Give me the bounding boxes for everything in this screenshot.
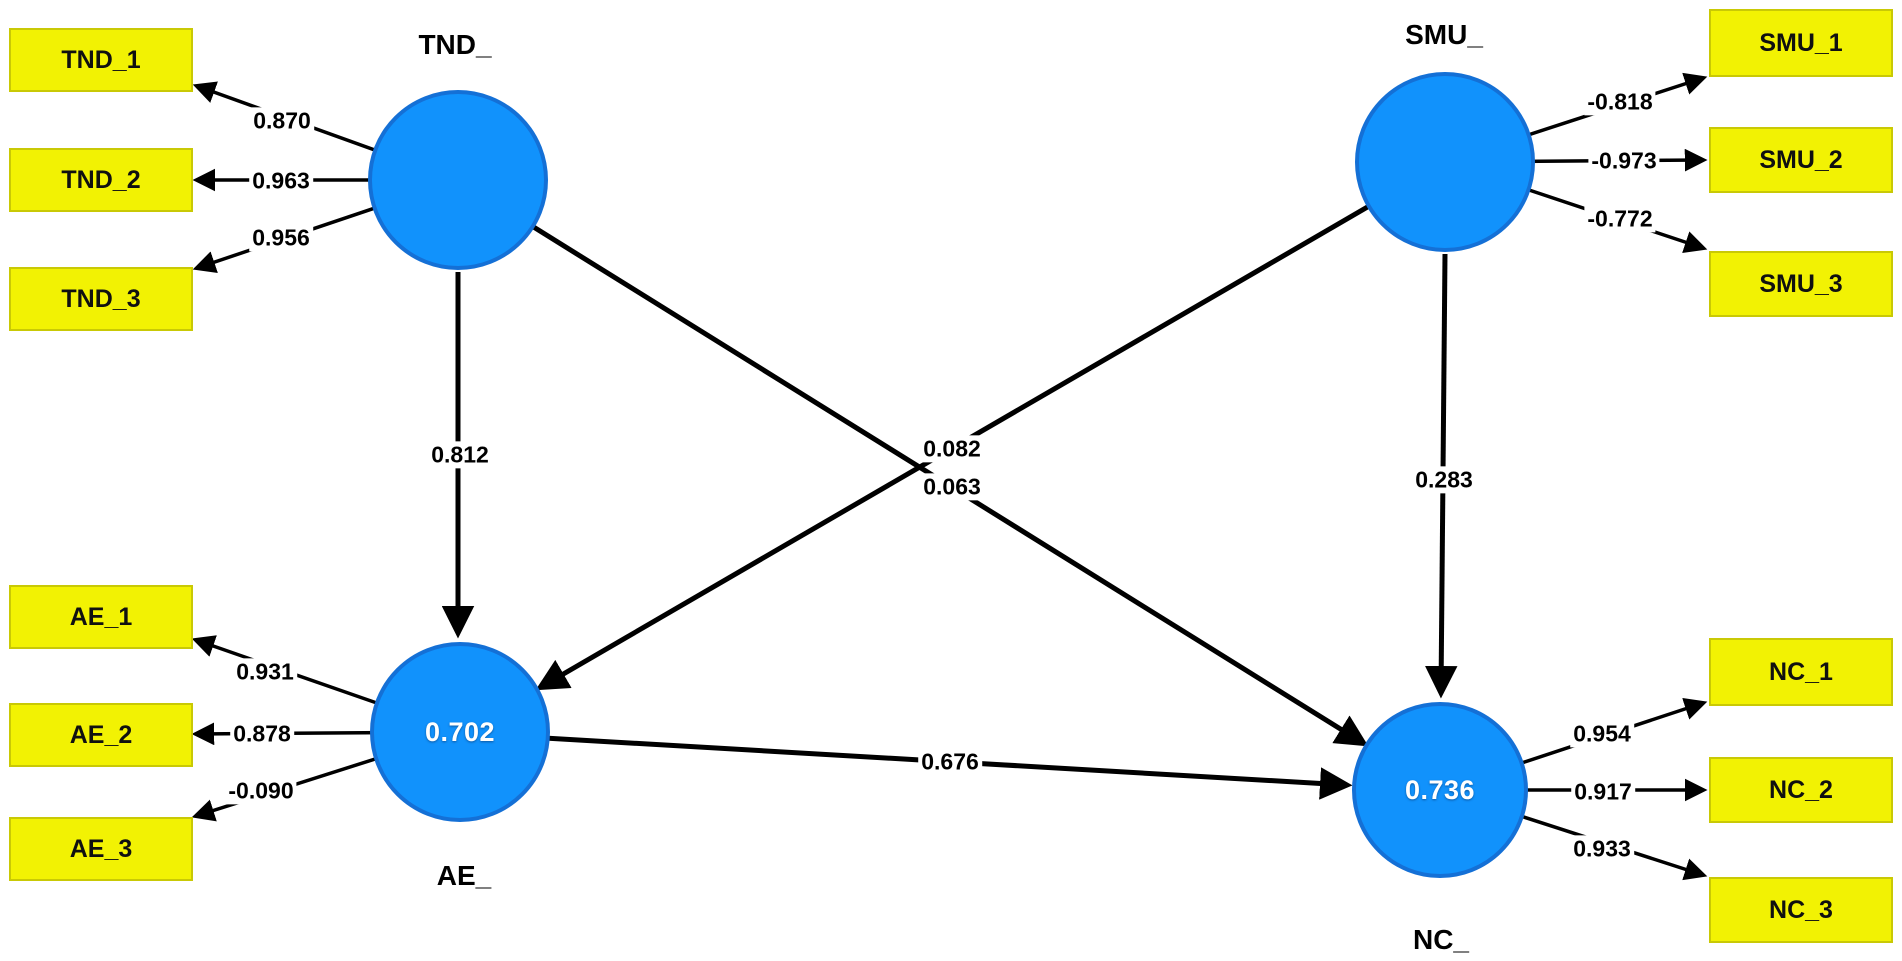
- construct-label-ae: AE_: [436, 860, 492, 891]
- path-value-tnd-nc: 0.063: [920, 473, 984, 501]
- loading-value-smu-1: -0.818: [1584, 88, 1656, 116]
- indicator-box-ae-2[interactable]: AE_2: [9, 703, 193, 767]
- r2-value-ae: 0.702: [424, 716, 496, 747]
- loading-value-smu-2: -0.973: [1588, 147, 1660, 175]
- path-value-smu-ae: 0.082: [920, 435, 984, 463]
- loading-value-tnd-3: 0.956: [249, 224, 313, 252]
- indicator-box-smu-3[interactable]: SMU_3: [1709, 251, 1893, 317]
- indicator-box-tnd-1[interactable]: TND_1: [9, 28, 193, 92]
- indicator-box-ae-1[interactable]: AE_1: [9, 585, 193, 649]
- construct-circle-ae[interactable]: 0.702: [370, 642, 550, 822]
- indicator-box-smu-1[interactable]: SMU_1: [1709, 9, 1893, 77]
- indicator-box-nc-1[interactable]: NC_1: [1709, 638, 1893, 706]
- path-value-tnd-ae: 0.812: [428, 441, 492, 469]
- path-line-ae-nc[interactable]: [459, 730, 1353, 800]
- construct-circle-smu[interactable]: [1355, 72, 1535, 252]
- loading-value-nc-1: 0.954: [1570, 720, 1634, 748]
- construct-circle-tnd[interactable]: [368, 90, 548, 270]
- construct-label-nc: NC_: [1412, 924, 1470, 955]
- loading-value-nc-2: 0.917: [1571, 778, 1635, 806]
- indicator-box-smu-2[interactable]: SMU_2: [1709, 127, 1893, 193]
- loading-value-smu-3: -0.772: [1584, 205, 1656, 233]
- loading-value-ae-3: -0.090: [225, 777, 297, 805]
- indicator-box-nc-3[interactable]: NC_3: [1709, 877, 1893, 943]
- construct-circle-nc[interactable]: 0.736: [1352, 702, 1528, 878]
- loading-value-tnd-1: 0.870: [250, 107, 314, 135]
- indicator-box-nc-2[interactable]: NC_2: [1709, 757, 1893, 823]
- loading-value-ae-2: 0.878: [230, 720, 294, 748]
- path-line-smu-ae[interactable]: [535, 159, 1447, 691]
- indicator-box-tnd-3[interactable]: TND_3: [9, 267, 193, 331]
- construct-label-smu: SMU_: [1405, 19, 1483, 50]
- loading-value-ae-1: 0.931: [233, 658, 297, 686]
- indicator-box-tnd-2[interactable]: TND_2: [9, 148, 193, 212]
- path-value-ae-nc: 0.676: [918, 748, 982, 776]
- indicator-box-ae-3[interactable]: AE_3: [9, 817, 193, 881]
- loading-value-nc-3: 0.933: [1570, 835, 1634, 863]
- construct-label-tnd: TND_: [418, 29, 492, 60]
- loading-value-tnd-2: 0.963: [249, 167, 313, 195]
- r2-value-nc: 0.736: [1404, 774, 1476, 805]
- path-value-smu-nc: 0.283: [1412, 466, 1476, 494]
- path-line-tnd-nc[interactable]: [456, 177, 1369, 747]
